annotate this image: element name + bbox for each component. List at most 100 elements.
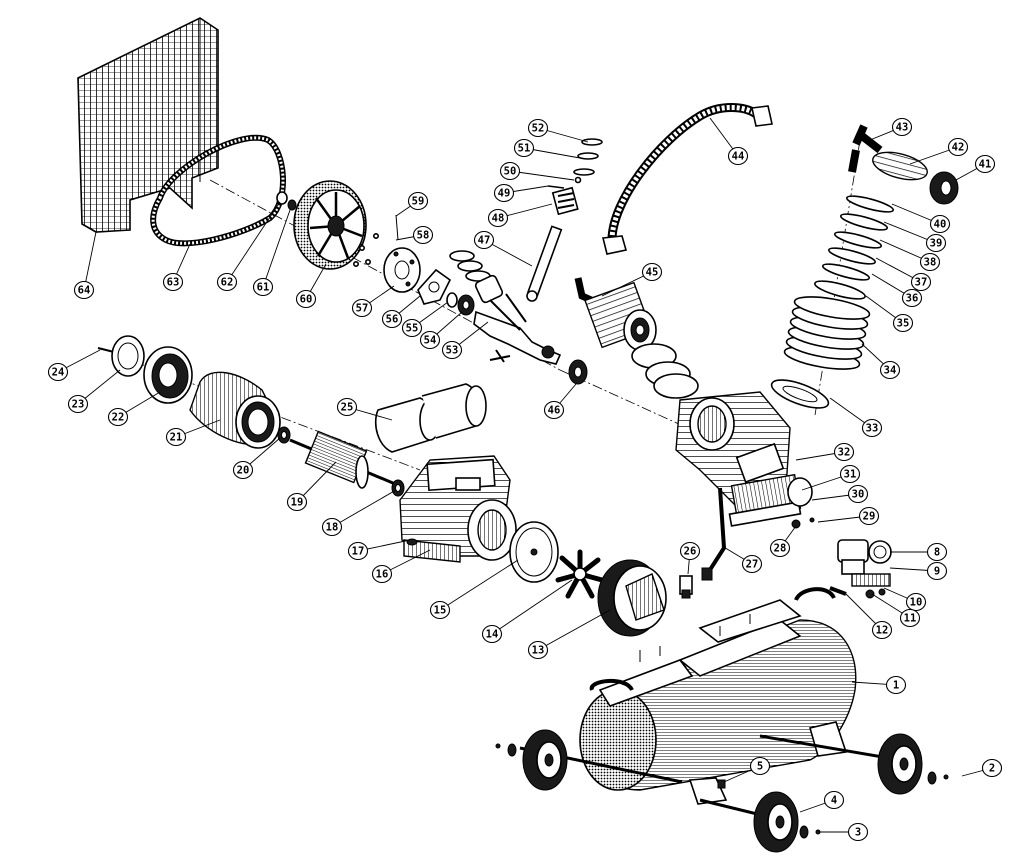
- callout-number: 13: [532, 645, 545, 657]
- callout-circle: [823, 790, 845, 810]
- callout-circle: [252, 277, 274, 297]
- wheel-washers: [495, 743, 949, 839]
- callout-20: 20: [232, 460, 254, 480]
- callout-number: 21: [170, 432, 183, 444]
- callout-circle: [641, 262, 663, 282]
- callout-21: 21: [165, 427, 187, 447]
- callout-circle: [885, 675, 907, 695]
- callout-13: 13: [527, 640, 549, 660]
- callout-number: 15: [434, 605, 447, 617]
- callout-number: 51: [518, 143, 531, 155]
- crankcase-flange: [383, 247, 421, 293]
- callout-28: 28: [769, 538, 791, 558]
- callout-number: 27: [746, 559, 759, 571]
- callout-labels: 1234589101112131415161718192021222324252…: [47, 117, 1003, 842]
- callout-number: 33: [866, 423, 879, 435]
- fan-cover: [597, 559, 667, 637]
- callout-circle: [891, 117, 913, 137]
- callout-number: 47: [478, 235, 491, 247]
- callout-number: 54: [424, 335, 437, 347]
- pulley-washer: [276, 191, 297, 211]
- callout-circle: [336, 397, 358, 417]
- callout-number: 58: [417, 230, 430, 242]
- callout-number: 56: [386, 314, 399, 326]
- callout-22: 22: [107, 407, 129, 427]
- leader-line-13: [537, 609, 611, 651]
- callout-35: 35: [892, 313, 914, 333]
- callout-circle: [727, 146, 749, 166]
- callout-number: 59: [412, 196, 425, 208]
- callout-circle: [926, 542, 948, 562]
- cooling-fan: [555, 549, 605, 599]
- discharge-pipe: [701, 487, 727, 581]
- callout-33: 33: [861, 418, 883, 438]
- callout-number: 16: [376, 569, 389, 581]
- callout-circle: [419, 330, 441, 350]
- callout-2: 2: [981, 758, 1003, 778]
- callout-circle: [295, 289, 317, 309]
- callout-circle: [371, 564, 393, 584]
- callout-number: 48: [492, 213, 505, 225]
- callout-circle: [847, 484, 869, 504]
- callout-circle: [919, 252, 941, 272]
- callout-17: 17: [347, 541, 369, 561]
- leader-line-61: [262, 209, 291, 288]
- callout-60: 60: [295, 289, 317, 309]
- callout-number: 9: [934, 566, 940, 578]
- callout-38: 38: [919, 252, 941, 272]
- callout-circle: [441, 340, 463, 360]
- cylinder-head-low: [584, 281, 657, 351]
- callout-62: 62: [216, 272, 238, 292]
- callout-circle: [901, 288, 923, 308]
- callout-10: 10: [905, 592, 927, 612]
- callout-number: 64: [78, 285, 91, 297]
- callout-number: 61: [257, 282, 270, 294]
- callout-circle: [232, 460, 254, 480]
- callout-circle: [351, 298, 373, 318]
- callout-4: 4: [823, 790, 845, 810]
- callout-57: 57: [351, 298, 373, 318]
- connecting-rod-upper: [526, 138, 603, 302]
- callout-55: 55: [401, 318, 423, 338]
- callout-27: 27: [741, 554, 763, 574]
- motor-stator-housing: [189, 371, 291, 449]
- callout-number: 20: [237, 465, 250, 477]
- callout-circle: [67, 394, 89, 414]
- callout-number: 50: [504, 166, 517, 178]
- callout-circle: [543, 400, 565, 420]
- callout-41: 41: [974, 154, 996, 174]
- callout-number: 25: [341, 402, 354, 414]
- callout-number: 35: [897, 318, 910, 330]
- callout-53: 53: [441, 340, 463, 360]
- callout-circle: [47, 362, 69, 382]
- callout-circle: [487, 208, 509, 228]
- callout-51: 51: [513, 138, 535, 158]
- callout-50: 50: [499, 161, 521, 181]
- callout-44: 44: [727, 146, 749, 166]
- callout-number: 18: [326, 522, 339, 534]
- callout-number: 45: [646, 267, 659, 279]
- callout-9: 9: [926, 561, 948, 581]
- motor-body: [399, 455, 517, 563]
- callout-circle: [974, 154, 996, 174]
- main-bearing: [568, 359, 588, 385]
- callout-circle: [493, 183, 515, 203]
- callout-number: 60: [300, 294, 313, 306]
- check-valve: [679, 575, 693, 599]
- callout-circle: [216, 272, 238, 292]
- leader-line-64: [83, 231, 97, 291]
- callout-number: 42: [952, 142, 965, 154]
- callout-circle: [981, 758, 1003, 778]
- cylinder-head-high: [872, 151, 959, 205]
- callout-34: 34: [879, 360, 901, 380]
- callout-18: 18: [321, 517, 343, 537]
- callout-36: 36: [901, 288, 923, 308]
- callout-circle: [412, 225, 434, 245]
- callout-number: 12: [876, 625, 889, 637]
- motor-rotor: [289, 430, 401, 489]
- drain-valve: [717, 779, 726, 789]
- callout-64: 64: [73, 280, 95, 300]
- callout-circle: [926, 561, 948, 581]
- callout-circle: [401, 318, 423, 338]
